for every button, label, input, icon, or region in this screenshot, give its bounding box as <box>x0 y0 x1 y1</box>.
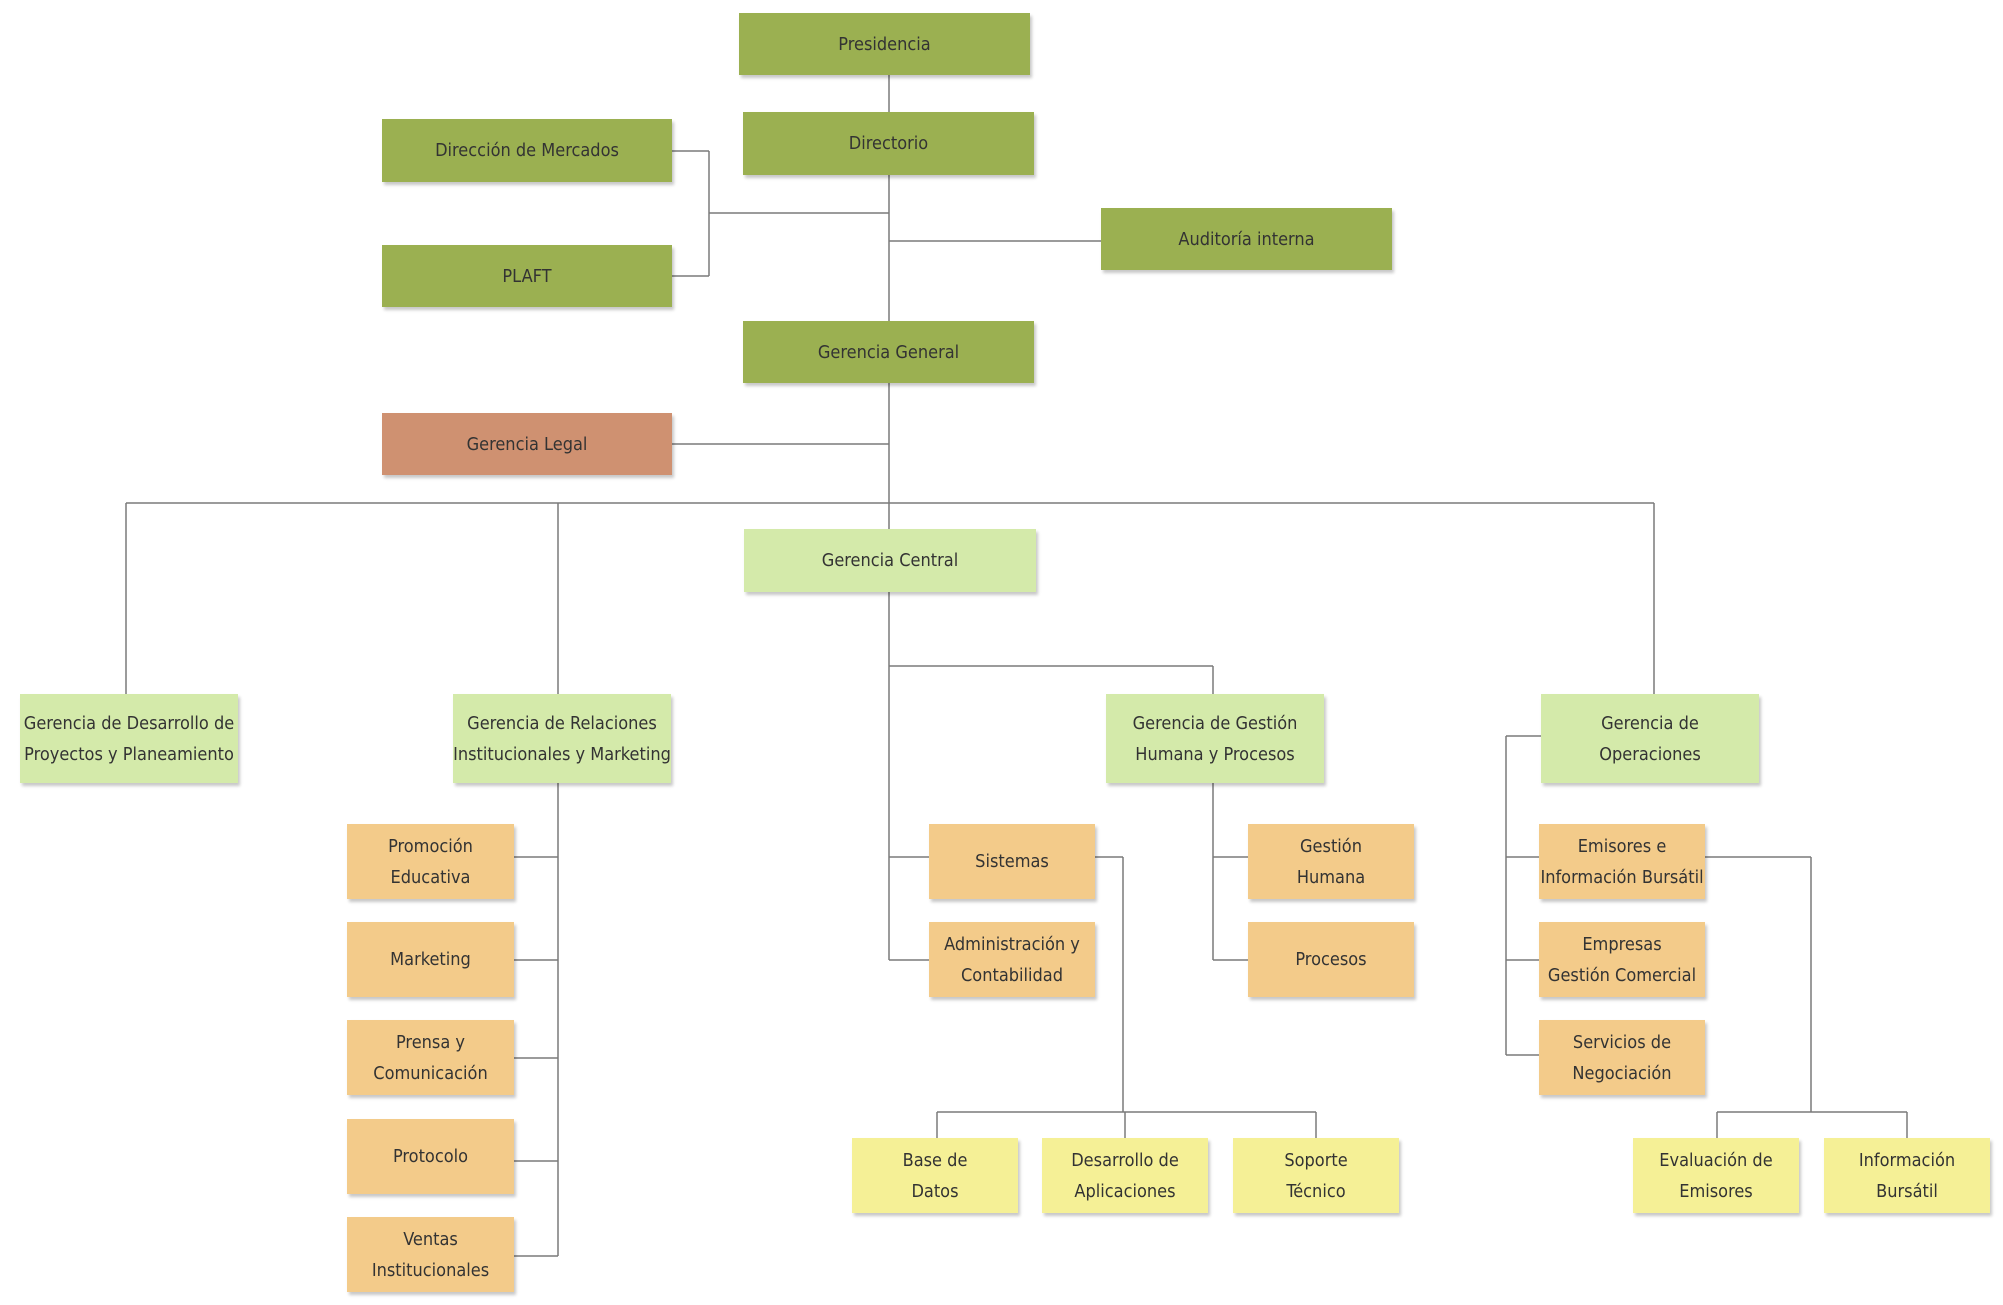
node-evaluacion-emisores: Evaluación de Emisores <box>1633 1138 1799 1213</box>
node-emisores-informacion-bursatil: Emisores e Información Bursátil <box>1539 824 1705 899</box>
node-ventas-institucionales: Ventas Institucionales <box>347 1217 514 1292</box>
node-gerencia-legal: Gerencia Legal <box>382 413 672 475</box>
node-protocolo: Protocolo <box>347 1119 514 1194</box>
node-plaft: PLAFT <box>382 245 672 307</box>
node-gerencia-relaciones-institucionales: Gerencia de Relaciones Institucionales y… <box>453 694 671 783</box>
node-presidencia: Presidencia <box>739 13 1030 75</box>
node-gerencia-central: Gerencia Central <box>744 529 1036 592</box>
node-procesos: Procesos <box>1248 922 1414 997</box>
node-soporte-tecnico: Soporte Técnico <box>1233 1138 1399 1213</box>
node-gerencia-gestion-humana-procesos: Gerencia de Gestión Humana y Procesos <box>1106 694 1324 783</box>
node-desarrollo-aplicaciones: Desarrollo de Aplicaciones <box>1042 1138 1208 1213</box>
node-gerencia-operaciones: Gerencia de Operaciones <box>1541 694 1759 783</box>
node-gerencia-desarrollo-proyectos: Gerencia de Desarrollo de Proyectos y Pl… <box>20 694 238 783</box>
node-auditoria-interna: Auditoría interna <box>1101 208 1392 270</box>
node-gestion-humana: Gestión Humana <box>1248 824 1414 899</box>
node-informacion-bursatil: Información Bursátil <box>1824 1138 1990 1213</box>
node-empresas-gestion-comercial: Empresas Gestión Comercial <box>1539 922 1705 997</box>
node-directorio: Directorio <box>743 112 1034 175</box>
node-direccion-de-mercados: Dirección de Mercados <box>382 119 672 182</box>
node-gerencia-general: Gerencia General <box>743 321 1034 383</box>
node-sistemas: Sistemas <box>929 824 1095 899</box>
node-administracion-contabilidad: Administración y Contabilidad <box>929 922 1095 997</box>
node-marketing: Marketing <box>347 922 514 997</box>
node-base-de-datos: Base de Datos <box>852 1138 1018 1213</box>
node-servicios-negociacion: Servicios de Negociación <box>1539 1020 1705 1095</box>
node-prensa-comunicacion: Prensa y Comunicación <box>347 1020 514 1095</box>
node-promocion-educativa: Promoción Educativa <box>347 824 514 899</box>
